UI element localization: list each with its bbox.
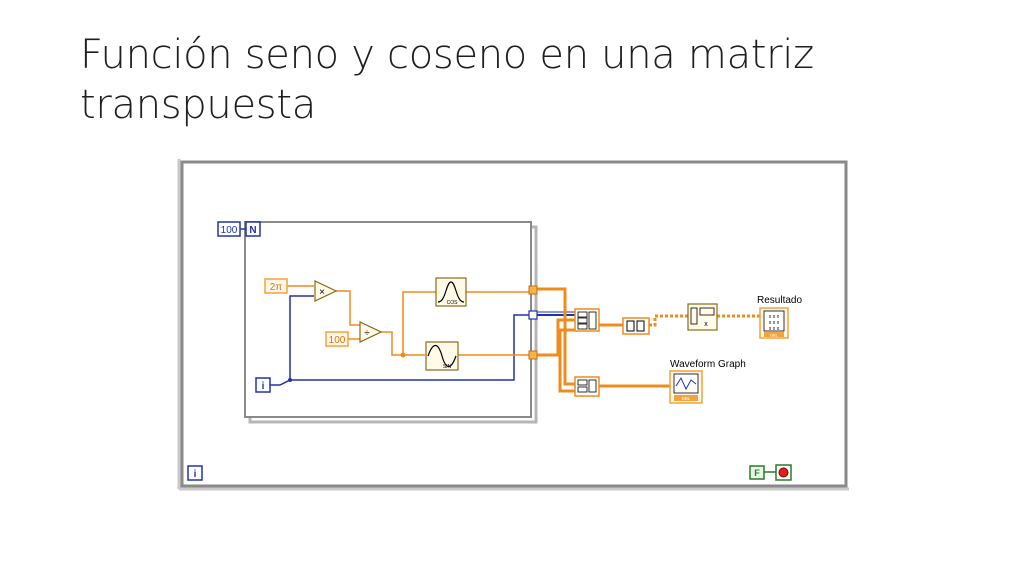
array-to-matrix-node[interactable] xyxy=(622,317,650,335)
two-pi-constant[interactable]: 2π xyxy=(264,278,288,294)
svg-text:÷: ÷ xyxy=(364,328,370,339)
svg-text:i: i xyxy=(262,381,265,392)
tunnel-index xyxy=(528,310,538,320)
hundred-constant[interactable]: 100 xyxy=(325,331,349,347)
waveform-graph-indicator[interactable]: Waveform Graph DBL xyxy=(669,359,746,404)
divide-node[interactable]: ÷ xyxy=(359,321,383,343)
array-wires xyxy=(535,287,670,393)
svg-text:×: × xyxy=(319,287,325,298)
for-iteration-terminal[interactable]: i xyxy=(255,377,271,393)
svg-text:F: F xyxy=(754,468,760,478)
tunnel-sin xyxy=(528,350,538,360)
slide-title-line-2: transpuesta xyxy=(80,82,316,128)
slide-title-line-1: Función seno y coseno en una matriz xyxy=(80,32,814,78)
result-indicator[interactable]: Resultado x x x x x x x x x DBL xyxy=(757,295,802,339)
svg-text:COS: COS xyxy=(447,300,459,306)
build-array-node-top[interactable] xyxy=(574,308,600,332)
for-loop xyxy=(244,221,538,424)
wire-junction-orange xyxy=(400,352,406,358)
graph-label: Waveform Graph xyxy=(670,359,746,370)
svg-text:DBL: DBL xyxy=(770,333,779,338)
count-n-label: N xyxy=(249,225,256,236)
slide-title: Función seno y coseno en una matriz tran… xyxy=(80,30,980,130)
build-array-node-bottom[interactable] xyxy=(574,376,600,397)
count-value: 100 xyxy=(221,225,238,236)
while-iteration-terminal[interactable]: i xyxy=(187,465,203,481)
svg-text:i: i xyxy=(194,469,197,480)
svg-text:x x x: x x x xyxy=(769,320,780,326)
loop-condition-terminal[interactable] xyxy=(775,464,792,481)
matrix-wires xyxy=(649,314,760,327)
wire-junction-blue xyxy=(288,378,292,382)
multiply-node[interactable]: × xyxy=(314,280,338,302)
svg-text:x: x xyxy=(704,321,708,328)
result-label: Resultado xyxy=(757,295,802,306)
cosine-node[interactable]: COS xyxy=(435,277,467,307)
tunnel-cos xyxy=(528,285,538,295)
orange-wires xyxy=(287,285,529,356)
svg-text:100: 100 xyxy=(329,335,346,346)
stop-constant[interactable]: F xyxy=(749,465,776,480)
count-terminal[interactable]: 100 N xyxy=(217,221,261,237)
svg-text:2π: 2π xyxy=(270,282,283,293)
svg-text:SIN: SIN xyxy=(443,364,452,370)
svg-text:x x x: x x x xyxy=(769,314,780,320)
transpose-matrix-node[interactable]: x xyxy=(687,303,718,331)
sine-node[interactable]: SIN xyxy=(425,341,459,371)
svg-text:DBL: DBL xyxy=(682,396,691,401)
svg-text:x x x: x x x xyxy=(769,326,780,332)
